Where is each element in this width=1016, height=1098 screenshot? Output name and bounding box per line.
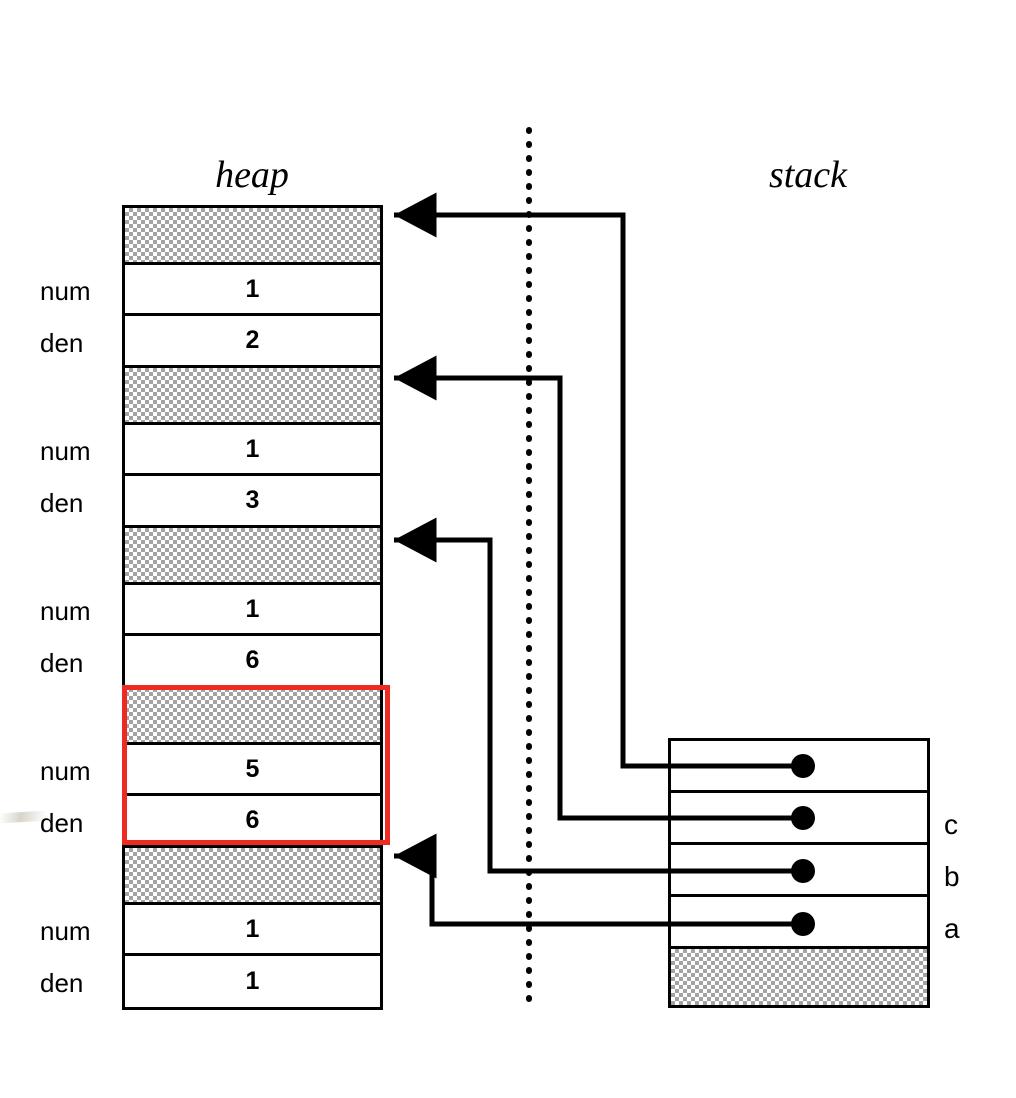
heap-object-1-den-label: den [40,488,84,518]
heap-object-4-den-label: den [40,968,84,998]
heap-object-0-header [125,208,380,265]
heap-object-1-den-value: 3 [245,486,260,514]
heap-object-4-num-label: num [40,916,91,946]
heap-object-3-num-label: num [40,756,91,786]
stack-bottom-filler [671,949,927,1005]
stack-slot-3-label: a [944,913,960,944]
heap-object-2-num-label: num [40,596,91,626]
heap-object-3-num-cell: 5 [125,745,380,796]
heap-title: heap [215,154,289,196]
heap-object-2-num-value: 1 [245,594,260,623]
stack-slot-1-label: c [944,809,958,840]
stack-slot-0-pointer-dot [791,754,815,778]
heap-object-3-num-value: 5 [245,754,260,783]
heap-object-1-den-cell: 3 [125,476,380,528]
heap-object-0-den-label: den [40,328,84,358]
heap-object-0-den-cell: 2 [125,316,380,368]
heap-object-0-num-label: num [40,276,91,306]
stack-title: stack [768,154,848,196]
heap-object-4-num-value: 1 [245,914,260,943]
heap-object-3-header [125,688,380,745]
heap-object-4-den-cell: 1 [125,956,380,1007]
heap-object-0-num-value: 1 [245,274,260,303]
stack-slot-2-label: b [944,861,960,892]
heap-object-4-num-cell: 1 [125,905,380,956]
heap-object-2-den-label: den [40,648,84,678]
pointer-wire-0 [394,192,815,778]
heap-object-2-header [125,528,380,585]
heap-object-1-num-cell: 1 [125,425,380,476]
heap-object-3-den-label: den [40,808,84,838]
heap-object-4-den-value: 1 [245,967,260,995]
heap-object-2-num-cell: 1 [125,585,380,636]
heap-object-2-den-value: 6 [245,646,260,674]
pointer-wire-3 [394,833,815,936]
heap-object-1-num-label: num [40,436,91,466]
heap-object-0-den-value: 2 [245,326,260,354]
heap-object-0-num-cell: 1 [125,265,380,316]
heap-object-3-den-value: 6 [245,806,260,834]
heap-object-3-den-cell: 6 [125,796,380,848]
stack-slot-3-pointer-dot [791,912,815,936]
heap-object-1-num-value: 1 [245,434,260,463]
heap-object-1-header [125,368,380,425]
heap-object-4-header [125,848,380,905]
stack-slot-2-pointer-dot [791,859,815,883]
heap-region: 1 2 1 3 1 6 5 6 1 [122,205,383,1010]
stack-slot-1-pointer-dot [791,806,815,830]
pointer-wire-1 [394,355,815,830]
pointer-wire-2 [394,517,815,883]
